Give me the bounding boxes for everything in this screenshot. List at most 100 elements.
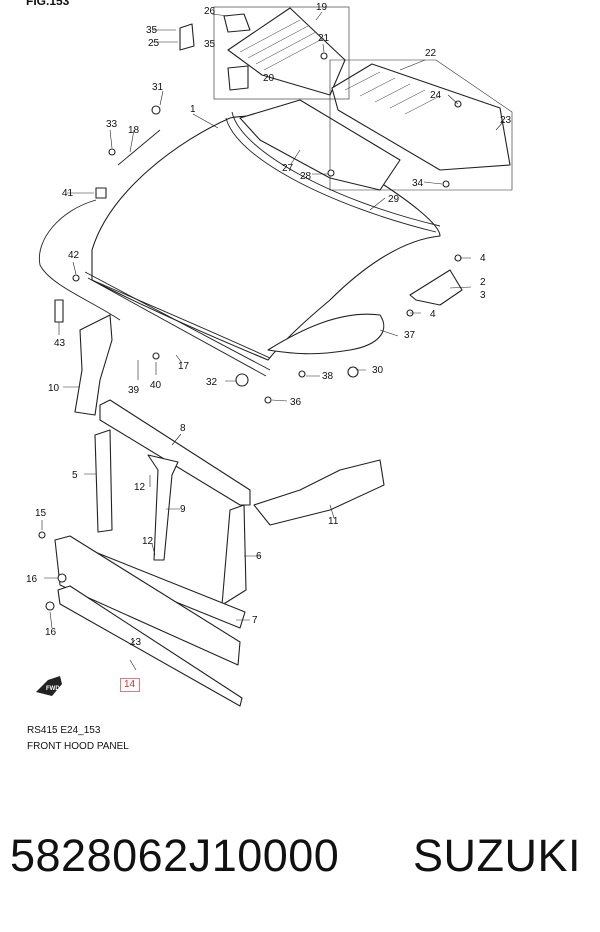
callout-32: 32 [206,377,218,388]
clip-38 [298,370,306,378]
callout-2: 2 [480,277,486,288]
callout-7: 7 [252,615,258,626]
label-43 [54,299,64,323]
hood-front-seal-2 [87,277,267,377]
callout-6: 6 [256,551,262,562]
callout-34: 34 [412,178,424,189]
bumper-stopper [235,373,249,387]
callout-41: 41 [62,188,74,199]
highlighted-part-box [120,678,140,692]
listing-caption-band [0,775,600,932]
cowl-side-cover [227,65,249,91]
radiator-support-center [147,454,179,561]
callout-26: 26 [204,6,216,17]
clip-33 [108,148,116,156]
callout-27: 27 [282,163,294,174]
callout-35b: 35 [204,39,216,50]
callout-12b: 12 [142,536,154,547]
drawing-code: RS415 E24_153 [27,725,101,736]
callout-1: 1 [190,104,196,115]
callout-12: 12 [134,482,146,493]
callout-4b: 4 [430,309,436,320]
nut-21 [320,52,328,60]
callout-31: 31 [152,82,164,93]
drawing-title: FRONT HOOD PANEL [27,741,129,752]
hood-front-seal [84,271,271,371]
leader-lines [41,11,505,671]
callout-4: 4 [480,253,486,264]
callout-33: 33 [106,119,118,130]
callout-16b: 16 [45,627,57,638]
callout-16: 16 [26,574,38,585]
clip-42 [72,274,80,282]
callout-25: 25 [148,38,160,49]
callout-29: 29 [388,194,400,205]
callout-3: 3 [480,290,486,301]
hood-seal-inner [225,117,437,233]
figure-label: FIG.153 [26,0,70,8]
hood-bumper-30 [347,366,359,378]
bolt-16b [45,601,55,611]
hood-insulator [267,313,385,355]
callout-9: 9 [180,504,186,515]
callout-17: 17 [178,361,190,372]
callout-40: 40 [150,380,162,391]
callout-23: 23 [500,115,512,126]
callout-39: 39 [128,385,140,396]
hood-edge-line [91,279,271,359]
hood-hinge-bracket [179,23,195,51]
cowl-grille-right [331,63,511,171]
parts-diagram: FWD 1 2 3 4 4 5 6 7 8 9 10 11 12 12 13 1… [26,2,513,707]
callout-10: 10 [48,383,60,394]
radiator-support-side-right [221,504,247,606]
callout-21: 21 [318,33,330,44]
callout-11: 11 [328,516,339,527]
callout-8: 8 [180,423,186,434]
clip-34 [442,180,450,188]
hood-release-cable [38,199,121,321]
cowl-side-cap [223,13,251,33]
callout-30: 30 [372,365,384,376]
bolt-15 [38,531,46,539]
cowl-grille-left-hatch [239,19,325,71]
cowl-grille-right-hatch [344,71,441,115]
fwd-arrow-icon: FWD [36,676,62,696]
svg-text:FWD: FWD [46,686,60,692]
radiator-support-upper [99,399,251,506]
highlighted-part-number: 14 [124,679,136,690]
callout-38: 38 [322,371,334,382]
callout-43: 43 [54,338,66,349]
radiator-support-side-left [94,429,113,533]
callout-13: 13 [130,637,142,648]
callout-36: 36 [290,397,302,408]
screw-36 [264,396,272,404]
part-number: 5828062J10000 [10,830,340,881]
callout-18: 18 [128,125,140,136]
callout-37: 37 [404,330,416,341]
bolt-40 [152,352,160,360]
callout-5: 5 [72,470,78,481]
nut-28 [327,169,335,177]
callout-35: 35 [146,25,158,36]
callout-19: 19 [316,2,328,13]
callout-22: 22 [425,48,437,59]
latch-41 [95,187,107,199]
clip-fastener [151,105,161,115]
callout-24: 24 [430,90,442,101]
group-box-22 [329,59,513,191]
cowl-grille-left [227,7,346,96]
group-box-19 [213,6,350,100]
callout-15: 15 [35,508,47,519]
hood-hinge [409,269,463,306]
hood-ledge-right [253,459,385,526]
diagram-drawing: FWD 1 2 3 4 4 5 6 7 8 9 10 11 12 12 13 1… [26,2,513,707]
callout-28: 28 [300,171,312,182]
callout-42: 42 [68,250,80,261]
hood-support-rod [117,129,161,166]
hood-ledge-left [74,314,113,416]
bumper-lower-bar [57,585,243,707]
brand-name: SUZUKI [413,830,582,881]
hood-seal [231,111,441,227]
bolt-16 [57,573,67,583]
callout-20: 20 [263,73,275,84]
